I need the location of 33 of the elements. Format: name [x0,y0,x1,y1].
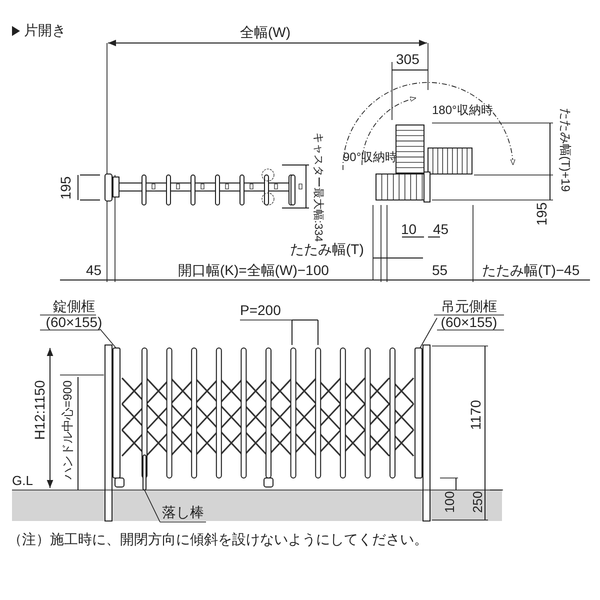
dimension-label: 250 [470,491,486,513]
part-label: 錠側框 (60×155) [42,298,106,330]
annotation-text: 180°収納時 [432,104,493,118]
dimension-label: 100 [442,491,458,513]
dimension-label: 45 [86,263,102,278]
leader-line [420,318,438,348]
dimension-label: P=200 [240,303,281,318]
dimension-label: 開口幅(K)=全幅(W)−100 [178,263,329,278]
dimension-label: たたみ幅(T) [290,242,364,258]
lock-side-frame [112,348,120,478]
section-title: 片開き [24,23,66,38]
leader-line [100,328,116,348]
part-label: 落し棒 [160,504,206,520]
ground-level-label: G.L [12,474,33,488]
dimension-label: たたみ幅(T)−45 [482,263,580,278]
dimension-label: 55 [432,263,448,278]
dimension-label: H12:1150 [32,380,48,440]
dimension-label: 全幅(W) [240,25,291,40]
dimension-label: 1170 [468,400,484,430]
dimension-label: 195 [534,202,550,226]
dimension-label: たたみ幅(T)+19 [558,108,572,192]
leader-line [144,490,160,522]
dimension-label: 45 [433,222,449,238]
dimension-label: ハンドル中心=900 [61,380,75,480]
dimension-label: キャスター最大幅:334 [312,132,324,242]
dimension-label: 195 [58,176,74,200]
dimension-label: 10 [401,222,417,238]
part-label: 吊元側框 (60×155) [436,298,502,330]
dimension-label: 305 [396,52,420,68]
drop-rod [142,454,146,490]
note-text: （注）施工時に、開閉方向に傾斜を設けないようにしてください。 [8,532,428,548]
hinge-side-frame [414,348,422,478]
annotation-text: 90°収納時 [343,151,398,164]
